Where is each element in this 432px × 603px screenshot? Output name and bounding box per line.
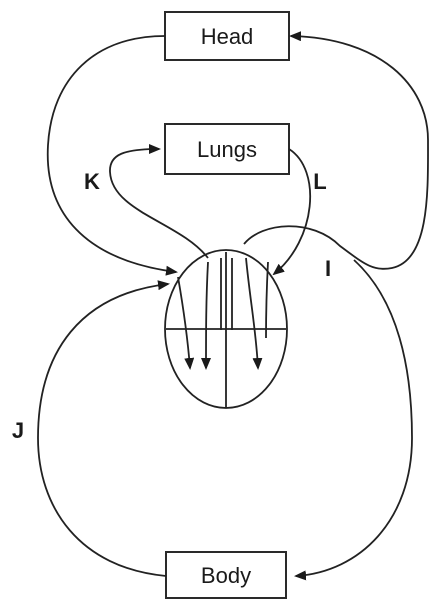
label-k: K [84, 169, 100, 194]
label-l: L [313, 169, 326, 194]
vessel-head-to-heart [46, 35, 178, 276]
vessel-l-lungs-to-heart [272, 148, 311, 276]
lungs-label: Lungs [197, 137, 257, 162]
label-i: I [325, 256, 331, 281]
lungs-box: Lungs [164, 123, 290, 175]
vessel-heart-to-head [243, 31, 429, 270]
vessel-heart-to-body [294, 259, 413, 581]
label-j: J [12, 418, 24, 443]
heart-inner-arrow-left-outer [177, 276, 195, 370]
body-box: Body [165, 551, 287, 599]
head-label: Head [201, 24, 254, 49]
heart-inner-arrow-left-inner [201, 261, 212, 370]
head-box: Head [164, 11, 290, 61]
heart-inner-arrow-right-inner [245, 257, 263, 370]
heart-inner-line-right-outer [265, 261, 269, 339]
vessel-k-heart-to-lungs [109, 144, 209, 259]
heart [164, 249, 288, 409]
vessel-j-body-to-heart [37, 280, 170, 577]
body-label: Body [201, 563, 251, 588]
